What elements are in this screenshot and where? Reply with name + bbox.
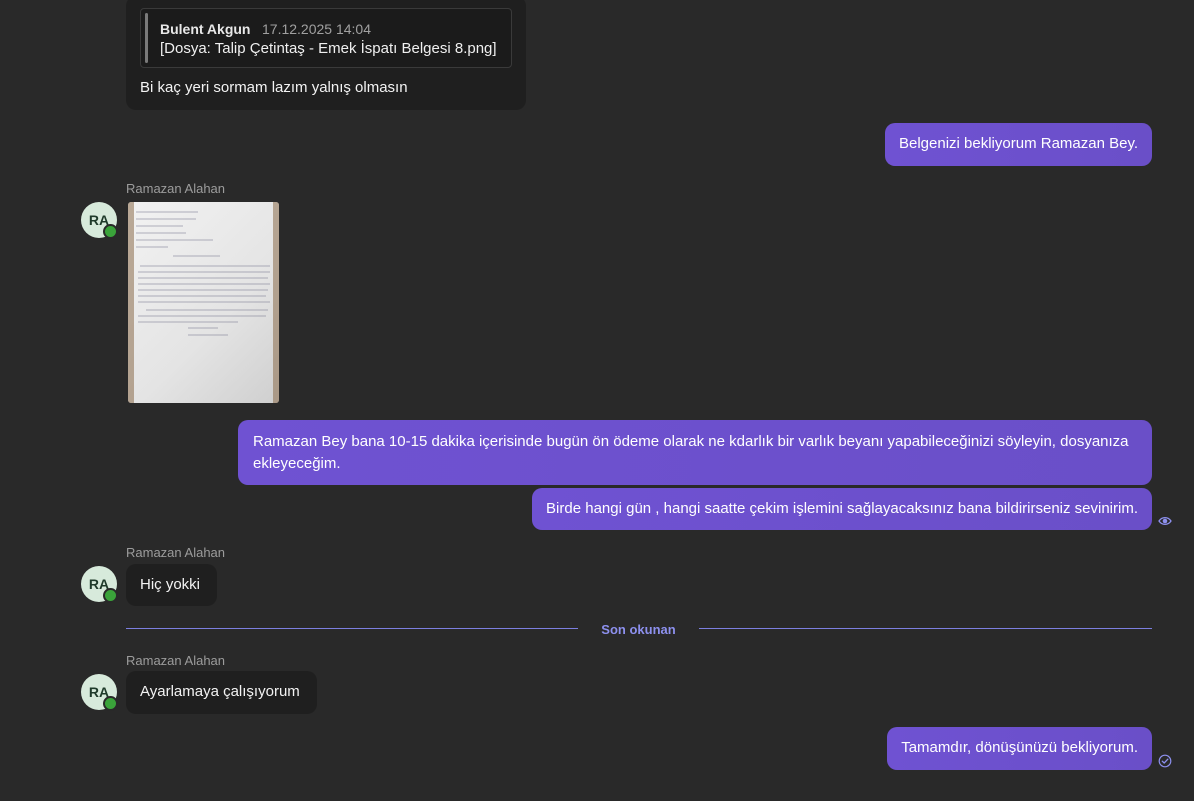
message-text: Ayarlamaya çalışıyorum (140, 683, 300, 700)
message-bubble-incoming[interactable]: Ayarlamaya çalışıyorum (126, 671, 317, 714)
quote-text: [Dosya: Talip Çetintaş - Emek İspatı Bel… (160, 40, 497, 57)
message-bubble-incoming[interactable]: Bulent Akgun 17.12.2025 14:04 [Dosya: Ta… (126, 0, 526, 110)
sender-name: Ramazan Alahan (126, 181, 226, 196)
message-bubble-incoming[interactable]: Hiç yokki (126, 564, 217, 606)
message-text: Ramazan Bey bana 10-15 dakika içerisinde… (253, 433, 1129, 472)
message-text: Birde hangi gün , hangi saatte çekim işl… (546, 500, 1138, 517)
quoted-message[interactable]: Bulent Akgun 17.12.2025 14:04 [Dosya: Ta… (140, 8, 512, 68)
check-circle-icon (1158, 754, 1172, 768)
online-status-icon (103, 224, 118, 239)
quote-author: Bulent Akgun (160, 21, 251, 37)
sender-name: Ramazan Alahan (126, 653, 226, 668)
document-image-attachment[interactable] (128, 202, 279, 403)
divider-label: Son okunan (601, 622, 676, 637)
image-edge (273, 202, 279, 403)
avatar[interactable]: RA (81, 566, 118, 603)
avatar-initials: RA (88, 684, 110, 700)
divider-line (126, 628, 578, 629)
online-status-icon (103, 588, 118, 603)
message-bubble-outgoing[interactable]: Belgenizi bekliyorum Ramazan Bey. (885, 123, 1152, 166)
message-bubble-outgoing[interactable]: Tamamdır, dönüşünüzü bekliyorum. (887, 727, 1152, 770)
quote-timestamp: 17.12.2025 14:04 (262, 21, 371, 37)
sender-name: Ramazan Alahan (126, 545, 226, 560)
avatar[interactable]: RA (81, 202, 118, 239)
avatar[interactable]: RA (81, 674, 118, 711)
quote-bar (145, 13, 148, 63)
avatar-initials: RA (88, 576, 110, 592)
avatar-initials: RA (88, 212, 110, 228)
message-text: Belgenizi bekliyorum Ramazan Bey. (899, 135, 1138, 152)
divider-line (699, 628, 1152, 629)
message-bubble-outgoing[interactable]: Ramazan Bey bana 10-15 dakika içerisinde… (238, 420, 1152, 485)
message-text: Bi kaç yeri sormam lazım yalnış olmasın (140, 79, 408, 96)
message-text: Tamamdır, dönüşünüzü bekliyorum. (901, 739, 1138, 756)
eye-icon (1158, 516, 1172, 526)
message-text: Hiç yokki (140, 576, 201, 593)
handwriting-graphic (136, 211, 270, 336)
online-status-icon (103, 696, 118, 711)
message-bubble-outgoing[interactable]: Birde hangi gün , hangi saatte çekim işl… (532, 488, 1152, 530)
image-edge (128, 202, 134, 403)
